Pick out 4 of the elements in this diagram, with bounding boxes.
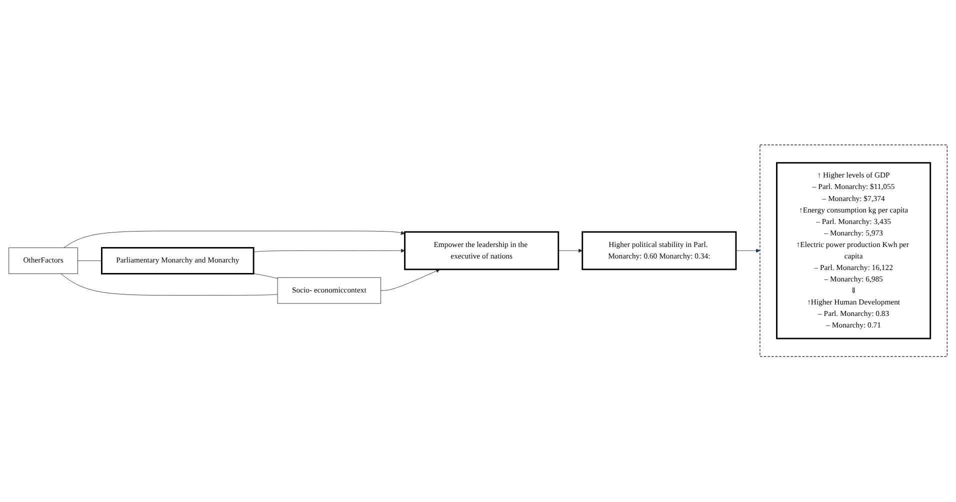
connector — [253, 274, 278, 279]
connector — [60, 274, 278, 296]
connector — [78, 260, 102, 262]
cluster — [760, 144, 948, 358]
